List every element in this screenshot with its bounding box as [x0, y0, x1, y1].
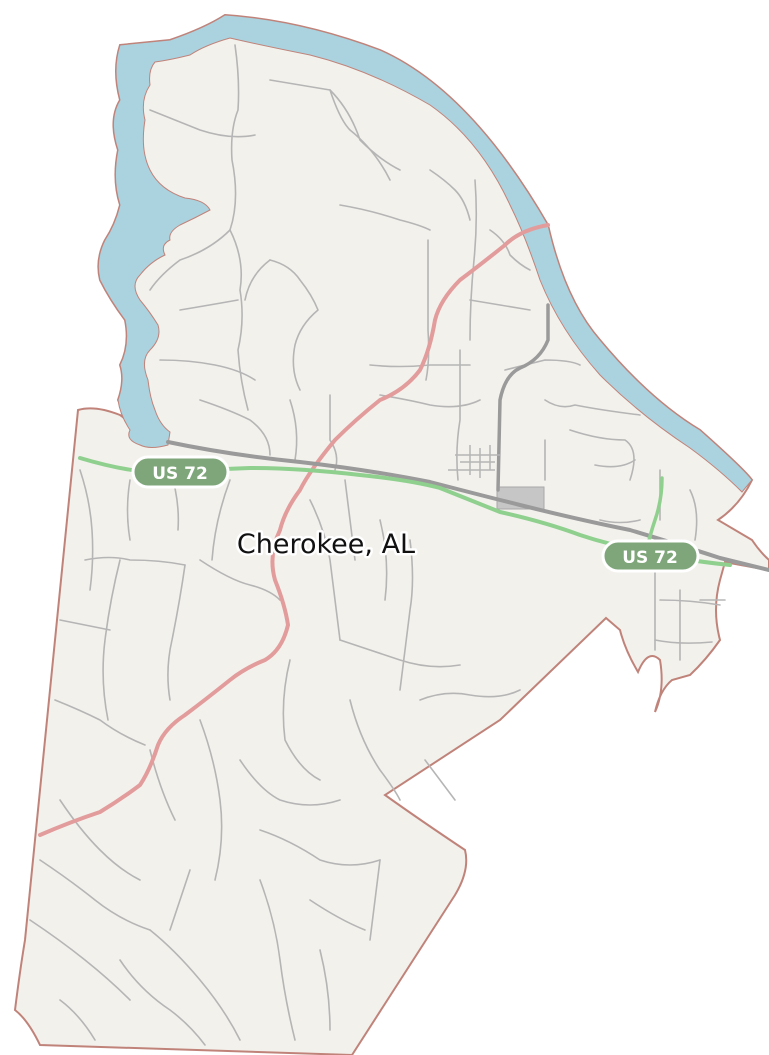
spur-road [496, 303, 550, 492]
us72-shield-label: US 72 [152, 464, 208, 484]
town-streets [448, 445, 500, 478]
motorway [166, 440, 769, 572]
trunk-connector [646, 476, 664, 547]
us72-shield-east[interactable]: US 72 [601, 539, 700, 573]
river-water [97, 14, 753, 493]
us72-shield-west[interactable]: US 72 [131, 455, 230, 489]
place-label: Cherokee, AL [237, 529, 415, 560]
primary-road [38, 223, 550, 837]
us72-shield-label: US 72 [622, 548, 678, 568]
minor-roads [29, 44, 726, 1046]
